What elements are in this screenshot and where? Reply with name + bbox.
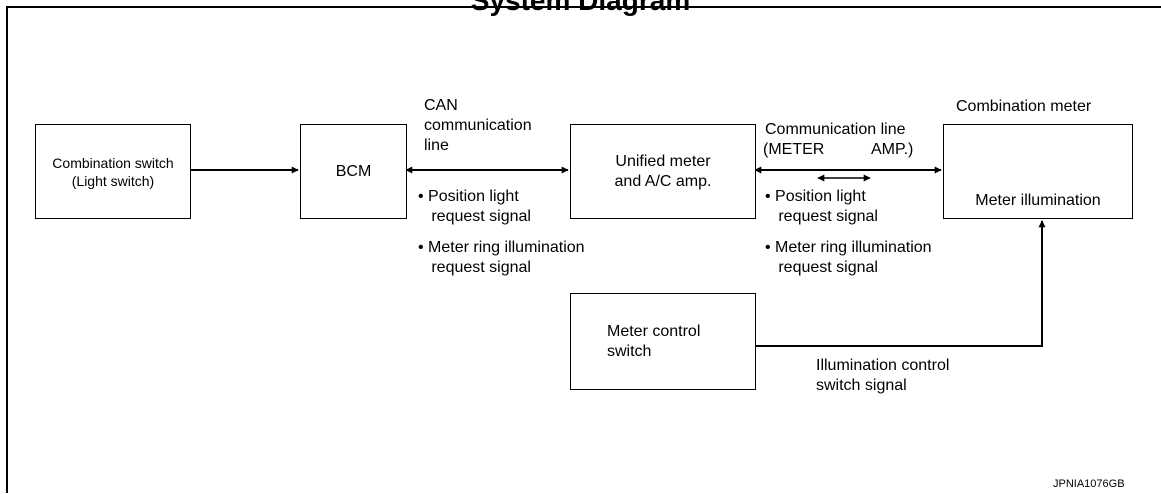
bcm-box: BCM	[300, 124, 407, 219]
meter-amp-right-label: AMP.)	[871, 141, 914, 158]
comm-line-label: Communication line	[765, 121, 906, 138]
combination-switch-box: Combination switch (Light switch)	[35, 124, 191, 219]
combination-switch-label: Combination switch (Light switch)	[52, 154, 174, 189]
unified-meter-label: Unified meter and A/C amp.	[614, 152, 712, 190]
meter-control-switch-box: Meter control switch	[570, 293, 756, 390]
combination-meter-label: Combination meter	[956, 98, 1092, 115]
comm-bullet-meter-ring: • Meter ring illumination request signal	[765, 239, 932, 276]
can-bullet-meter-ring: • Meter ring illumination request signal	[418, 239, 585, 276]
comm-bullet-position-light: • Position light request signal	[765, 188, 878, 225]
bcm-label: BCM	[335, 162, 372, 180]
unified-meter-box: Unified meter and A/C amp.	[570, 124, 756, 219]
meter-control-switch-label: Meter control switch	[607, 322, 701, 360]
figure-id: JPNIA1076GB	[1053, 478, 1125, 490]
meter-illumination-label: Meter illumination	[975, 192, 1101, 209]
arrow-control-to-meter	[756, 220, 1046, 347]
can-line-label: CAN communication line	[424, 97, 532, 154]
meter-amp-left-label: (METER	[763, 141, 825, 158]
combination-meter-box: Meter illumination	[943, 124, 1133, 219]
can-bullet-position-light: • Position light request signal	[418, 188, 531, 225]
illumination-signal-label: Illumination control switch signal	[816, 357, 950, 394]
